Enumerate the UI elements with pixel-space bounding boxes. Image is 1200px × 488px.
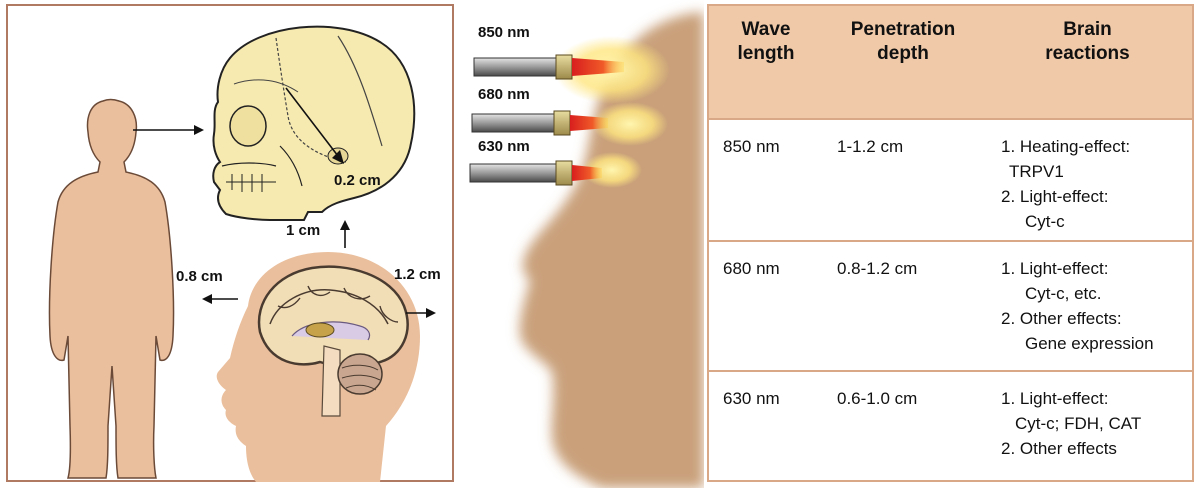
arrow-to-skull-head [194,125,204,135]
cell-depth: 0.6-1.0 cm [823,370,983,480]
table-row: 680 nm 0.8-1.2 cm 1. Light-effect: Cyt-c… [709,240,1192,371]
top-depth-arrow-head [340,220,350,230]
probe-850 [473,54,624,80]
header-reactions: Brain reactions [983,6,1192,119]
laser-head-illustration [469,12,704,488]
cell-reactions: 1. Light-effect: Cyt-c; FDH, CAT 2. Othe… [983,370,1192,480]
brain-illustration [257,265,409,417]
header-wavelength: Wave length [709,6,823,119]
probe-630-label: 630 nm [478,138,530,155]
back-depth-label: 0.8 cm [176,268,223,285]
front-depth-label: 1.2 cm [394,266,441,283]
cell-wavelength: 850 nm [709,118,823,241]
cell-wavelength: 680 nm [709,240,823,371]
glow-630 [582,152,642,188]
cell-wavelength: 630 nm [709,370,823,480]
front-depth-arrow-head [426,308,436,318]
cell-reactions: 1. Heating-effect: TRPV1 2. Light-effect… [983,118,1192,241]
table-row: 630 nm 0.6-1.0 cm 1. Light-effect: Cyt-c… [709,370,1192,480]
skull-depth-label: 0.2 cm [334,172,381,189]
table-row: 850 nm 1-1.2 cm 1. Heating-effect: TRPV1… [709,118,1192,241]
skull-depth-arrow [285,87,339,157]
laser-probe-panel: 850 nm 680 nm 630 nm [462,0,704,488]
cell-depth: 1-1.2 cm [823,118,983,241]
anatomy-illustration [48,25,436,482]
human-silhouette [48,98,175,479]
probe-680 [471,110,608,136]
glow-680 [592,102,668,146]
header-depth: Penetration depth [823,6,983,119]
anatomy-panel: 0.2 cm 1 cm 0.8 cm 1.2 cm [6,4,454,482]
probe-680-label: 680 nm [478,86,530,103]
cell-depth: 0.8-1.2 cm [823,240,983,371]
table-header-row: Wave length Penetration depth Brain reac… [709,6,1192,119]
probe-850-label: 850 nm [478,24,530,41]
top-depth-label: 1 cm [286,222,321,239]
cell-reactions: 1. Light-effect: Cyt-c, etc. 2. Other ef… [983,240,1192,371]
back-depth-arrow-head [202,294,212,304]
comparison-table: Wave length Penetration depth Brain reac… [709,6,1192,480]
probe-630 [469,160,602,186]
skull-depth-arrow-head [332,150,344,164]
wavelength-table: Wave length Penetration depth Brain reac… [707,4,1194,482]
